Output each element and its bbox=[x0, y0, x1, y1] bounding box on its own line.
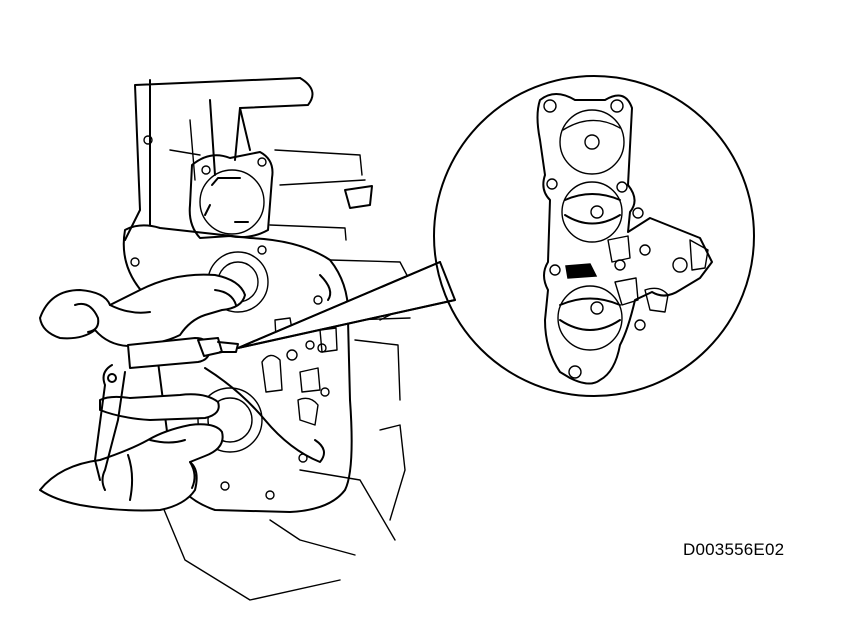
figure-code: D003556E02 bbox=[683, 540, 785, 559]
valve-body-detail bbox=[536, 93, 713, 385]
upper-hand bbox=[39, 273, 246, 347]
magnifier-callout bbox=[237, 75, 755, 397]
air-gun-tool bbox=[94, 337, 325, 491]
lower-hand bbox=[39, 393, 224, 512]
upper-valve-body bbox=[143, 135, 274, 239]
target-port bbox=[565, 263, 598, 279]
